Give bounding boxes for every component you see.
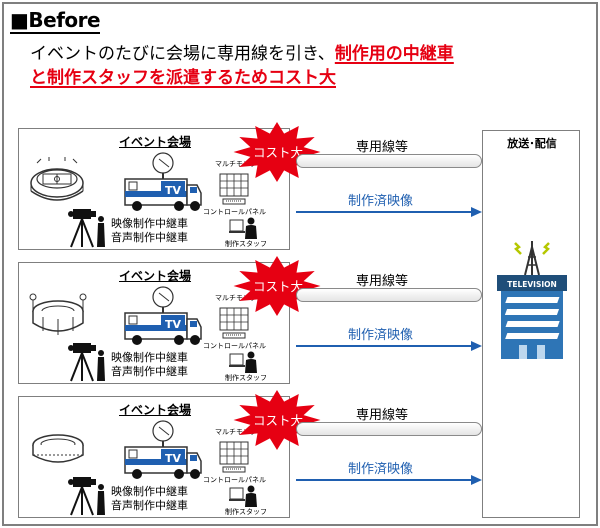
video-van-label: 映像制作中継車 <box>111 217 188 230</box>
dedicated-line-cable <box>296 422 482 436</box>
broadcast-box: 放送･配信 TELEVISION <box>482 130 580 518</box>
staff-label: 制作スタッフ <box>225 374 267 382</box>
tv-sign: TELEVISION <box>507 280 557 289</box>
van-tv-text: TV <box>165 452 182 465</box>
description-highlight-1: 制作用の中継車 <box>334 44 454 64</box>
control-panel-label: コントロールパネル <box>203 342 266 350</box>
multi-monitor-label: マルチモニタ <box>215 428 257 436</box>
audio-van-label: 音声制作中継車 <box>111 499 188 512</box>
dedicated-line-label: 専用線等 <box>356 274 409 289</box>
camera-icon <box>68 209 105 248</box>
camera-icon <box>68 343 105 382</box>
dedicated-line-cable <box>296 154 482 168</box>
cost-label: コスト大 <box>253 279 303 294</box>
stadium-icon <box>29 157 85 213</box>
dedicated-line-label: 専用線等 <box>356 140 409 155</box>
video-arrow <box>296 207 482 217</box>
event-title: イベント会場 <box>119 403 192 417</box>
cost-burst-icon: コスト大 <box>233 390 321 450</box>
staff-icon <box>229 217 257 239</box>
audio-van-label: 音声制作中継車 <box>111 365 188 378</box>
multi-monitor-icon <box>219 173 249 205</box>
staff-icon <box>229 351 257 373</box>
control-panel-label: コントロールパネル <box>203 208 266 216</box>
video-van-label: 映像制作中継車 <box>111 351 188 364</box>
van-label: 映像制作中継車 音声制作中継車 <box>111 485 188 513</box>
event-venue-box: イベント会場 TV <box>18 262 290 384</box>
multi-monitor-label: マルチモニタ <box>215 294 257 302</box>
cost-burst-icon: コスト大 <box>233 256 321 316</box>
satellite-dish-icon <box>152 152 174 179</box>
cost-burst-icon: コスト大 <box>233 122 321 182</box>
event-title: イベント会場 <box>119 135 192 149</box>
page-title: ■Before <box>10 8 101 34</box>
staff-label: 制作スタッフ <box>225 240 267 248</box>
event-venue-box: イベント会場 TV <box>18 396 290 518</box>
produced-video-label: 制作済映像 <box>348 328 414 343</box>
tv-station-icon: TELEVISION <box>497 241 567 359</box>
dedicated-line-label: 専用線等 <box>356 408 409 423</box>
description-highlight-2: と制作スタッフを派遣するためコスト大 <box>30 68 336 88</box>
ob-van-icon: TV <box>124 152 202 211</box>
van-label: 映像制作中継車 音声制作中継車 <box>111 351 188 379</box>
van-tv-text: TV <box>165 318 182 331</box>
multi-monitor-icon <box>219 307 249 339</box>
van-tv-text: TV <box>165 184 182 197</box>
event-title: イベント会場 <box>119 269 192 283</box>
multi-monitor-icon <box>219 441 249 473</box>
satellite-dish-icon <box>152 286 174 313</box>
camera-icon <box>68 477 105 516</box>
video-arrow <box>296 475 482 485</box>
ob-van-icon: TV <box>124 420 202 479</box>
description: イベントのたびに会場に専用線を引き、制作用の中継車 と制作スタッフを派遣するため… <box>30 42 570 90</box>
dedicated-line-cable <box>296 288 482 302</box>
staff-icon <box>229 485 257 507</box>
produced-video-label: 制作済映像 <box>348 462 414 477</box>
broadcast-title: 放送･配信 <box>507 137 557 150</box>
cost-label: コスト大 <box>253 413 303 428</box>
event-venue-box: イベント会場 TV <box>18 128 290 250</box>
produced-video-label: 制作済映像 <box>348 194 414 209</box>
cost-label: コスト大 <box>253 145 303 160</box>
ob-van-icon: TV <box>124 286 202 345</box>
satellite-dish-icon <box>152 420 174 447</box>
description-normal: イベントのたびに会場に専用線を引き、 <box>30 44 335 64</box>
broadcast-tower-icon <box>514 241 550 276</box>
stadium-icon <box>29 291 87 347</box>
audio-van-label: 音声制作中継車 <box>111 231 188 244</box>
control-panel-label: コントロールパネル <box>203 476 266 484</box>
van-label: 映像制作中継車 音声制作中継車 <box>111 217 188 245</box>
video-arrow <box>296 341 482 351</box>
stadium-icon <box>29 425 87 481</box>
multi-monitor-label: マルチモニタ <box>215 160 257 168</box>
staff-label: 制作スタッフ <box>225 508 267 516</box>
video-van-label: 映像制作中継車 <box>111 485 188 498</box>
